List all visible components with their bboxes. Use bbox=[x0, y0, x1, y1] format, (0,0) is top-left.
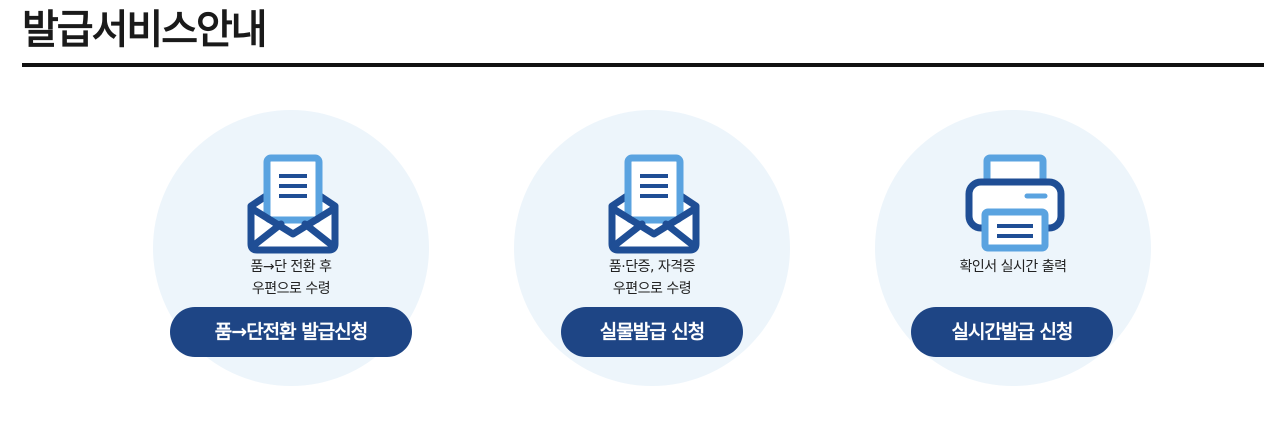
service-card-physical: 품·단증, 자격증 우편으로 수령 실물발급 신청 bbox=[514, 110, 790, 386]
service-card-realtime: 확인서 실시간 출력 실시간발급 신청 bbox=[875, 110, 1151, 386]
envelope-document-icon bbox=[608, 154, 700, 254]
realtime-issue-button[interactable]: 실시간발급 신청 bbox=[911, 307, 1113, 357]
printer-icon bbox=[965, 154, 1065, 252]
desc-line-1: 품→단 전환 후 bbox=[250, 259, 332, 275]
conversion-issue-button[interactable]: 품→단전환 발급신청 bbox=[170, 307, 412, 357]
card-description: 확인서 실시간 출력 bbox=[875, 256, 1151, 278]
desc-line-1: 품·단증, 자격증 bbox=[608, 259, 696, 275]
service-card-conversion: 품→단 전환 후 우편으로 수령 품→단전환 발급신청 bbox=[153, 110, 429, 386]
desc-line-2: 우편으로 수령 bbox=[251, 281, 331, 297]
title-divider bbox=[22, 63, 1264, 67]
physical-issue-button[interactable]: 실물발급 신청 bbox=[561, 307, 743, 357]
desc-line-1: 확인서 실시간 출력 bbox=[959, 259, 1067, 275]
card-description: 품·단증, 자격증 우편으로 수령 bbox=[514, 256, 790, 300]
card-description: 품→단 전환 후 우편으로 수령 bbox=[153, 256, 429, 300]
desc-line-2: 우편으로 수령 bbox=[612, 281, 692, 297]
page-title: 발급서비스안내 bbox=[22, 7, 268, 53]
envelope-document-icon bbox=[247, 154, 339, 254]
